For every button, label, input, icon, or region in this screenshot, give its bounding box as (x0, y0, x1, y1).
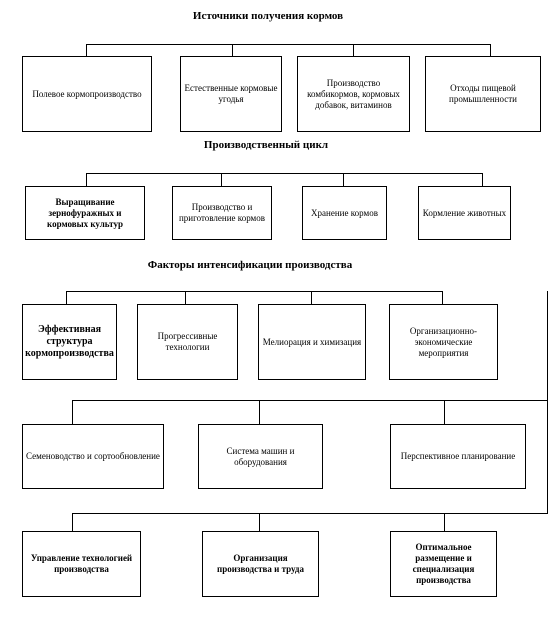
factor-progressive-tech: Прогрессивные технологии (137, 304, 238, 380)
source-field-forage: Полевое кормопроизводство (22, 56, 152, 132)
factor-tech-management: Управление технологией производства (22, 531, 141, 597)
factor-optimal-placement: Оптимальное размещение и специализация п… (390, 531, 497, 597)
title-intensification-factors: Факторы интенсификации производства (147, 259, 353, 271)
factor-organizational: Организационно-экономические мероприятия (389, 304, 498, 380)
source-natural-lands: Естественные кормовые угодья (180, 56, 282, 132)
factor-efficient-structure: Эффективная структура кормопроизводства (22, 304, 117, 380)
cycle-feed-storage: Хранение кормов (302, 186, 387, 240)
source-food-waste-label: Отходы пищевой промышленности (449, 83, 517, 104)
cycle-feed-production-label: Производство и приготовление кормов (178, 202, 265, 223)
factor-seed-production: Семеноводство и сортообновление (22, 424, 164, 489)
cycle-growing-crops-label: Выращивание зернофуражных и кормовых кул… (47, 196, 123, 229)
source-field-forage-label: Полевое кормопроизводство (32, 88, 142, 99)
cycle-growing-crops: Выращивание зернофуражных и кормовых кул… (25, 186, 145, 240)
factor-seed-production-label: Семеноводство и сортообновление (26, 451, 160, 461)
title-sources: Источники получения кормов (192, 10, 344, 22)
cycle-feed-production: Производство и приготовление кормов (172, 186, 272, 240)
title-production-cycle: Производственный цикл (203, 139, 329, 151)
source-compound-feed-label: Производство комбикормов, кормовых добав… (307, 77, 400, 110)
factor-planning-label: Перспективное планирование (400, 451, 516, 461)
factor-machine-system: Система машин и оборудования (198, 424, 323, 489)
factor-tech-management-label: Управление технологией производства (30, 553, 133, 574)
factor-optimal-placement-label: Оптимальное размещение и специализация п… (412, 542, 475, 585)
source-natural-lands-label: Естественные кормовые угодья (184, 83, 278, 104)
source-compound-feed: Производство комбикормов, кормовых добав… (297, 56, 410, 132)
factor-labor-organization-label: Организация производства и труда (217, 553, 304, 574)
factor-labor-organization: Организация производства и труда (202, 531, 319, 597)
cycle-animal-feeding: Кормление животных (418, 186, 511, 240)
factor-efficient-structure-label: Эффективная структура кормопроизводства (25, 324, 114, 359)
factor-machine-system-label: Система машин и оборудования (226, 445, 295, 467)
source-food-waste: Отходы пищевой промышленности (425, 56, 541, 132)
factor-melioration-label: Мелиорация и химизация (262, 336, 362, 347)
factor-progressive-tech-label: Прогрессивные технологии (157, 331, 218, 352)
factor-melioration: Мелиорация и химизация (258, 304, 366, 380)
factor-organizational-label: Организационно-экономические мероприятия (409, 325, 478, 358)
cycle-feed-storage-label: Хранение кормов (311, 207, 378, 218)
factor-planning: Перспективное планирование (390, 424, 526, 489)
cycle-animal-feeding-label: Кормление животных (422, 207, 507, 218)
